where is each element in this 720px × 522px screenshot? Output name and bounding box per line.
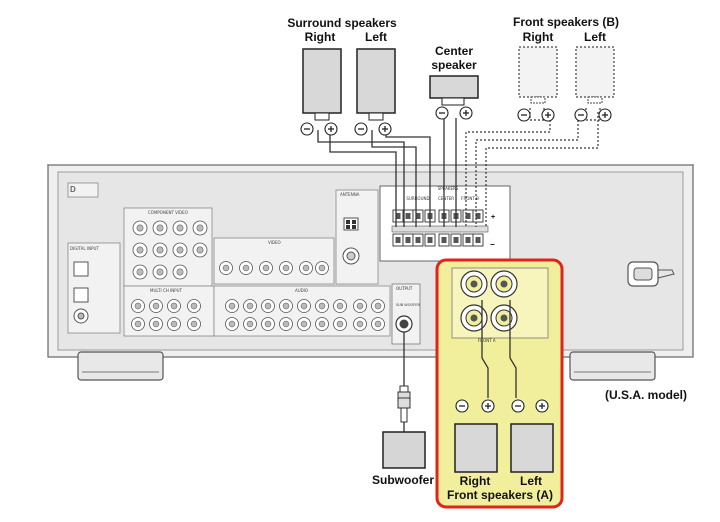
surround-speakers xyxy=(302,48,396,121)
front-a-right-label: Right xyxy=(459,474,491,488)
front-a-title: Front speakers (A) xyxy=(446,488,554,502)
subwoofer-box xyxy=(382,431,426,469)
terminal-minus: − xyxy=(490,240,495,249)
center-speaker-label-line1: Center xyxy=(434,44,473,58)
surround-left-label: Left xyxy=(365,30,387,44)
front-a-terminal-label: FRONT A xyxy=(478,338,496,343)
svg-text:D: D xyxy=(70,185,76,194)
front-b-speakers xyxy=(518,46,615,104)
audio-label: AUDIO xyxy=(295,288,308,293)
sub-woofer-label: SUB WOOFER xyxy=(396,303,420,307)
subwoofer-label: Subwoofer xyxy=(372,473,434,487)
speakers-label: SPEAKERS xyxy=(438,186,459,191)
video-label: VIDEO xyxy=(268,240,281,245)
front-a-speakers xyxy=(454,423,554,473)
subwoofer-cable xyxy=(397,385,411,432)
power-cord-socket xyxy=(627,261,675,287)
speaker-wires xyxy=(317,118,517,398)
digital-input-panel: DIGITAL INPUT D xyxy=(67,182,121,334)
audio-panel: MULTI CH INPUT AUDIO xyxy=(123,285,391,337)
antenna-label: ANTENNA xyxy=(340,192,360,197)
component-video-label: COMPONENT VIDEO xyxy=(148,210,188,215)
front-b-title: Front speakers (B) xyxy=(512,15,620,29)
output-label: OUTPUT xyxy=(396,286,413,291)
surround-terminal-label: SURROUND xyxy=(406,196,429,201)
component-video-panel: COMPONENT VIDEO xyxy=(123,207,213,287)
polarity-markers xyxy=(300,106,612,413)
center-speaker-label-line2: speaker xyxy=(431,58,477,72)
center-speaker xyxy=(429,75,479,106)
model-label: (U.S.A. model) xyxy=(605,388,688,402)
surround-speakers-title: Surround speakers xyxy=(287,16,397,30)
front-a-left-label: Left xyxy=(520,474,542,488)
surround-right-label: Right xyxy=(304,30,336,44)
subwoofer-output: OUTPUT SUB WOOFER xyxy=(391,283,420,345)
antenna-panel: ANTENNA xyxy=(335,189,379,285)
center-terminal-label: CENTER xyxy=(438,196,454,201)
front-b-right-label: Right xyxy=(522,30,554,44)
multi-ch-input-label: MULTI CH INPUT xyxy=(150,288,183,293)
video-panel: VIDEO xyxy=(213,237,335,285)
terminal-plus: + xyxy=(491,214,495,221)
front-b-left-label: Left xyxy=(584,30,606,44)
speaker-terminals: SPEAKERS SURROUND CENTER FRONT B + − xyxy=(379,185,511,262)
digital-input-label: DIGITAL INPUT xyxy=(70,246,99,251)
front-b-terminal-label: FRONT B xyxy=(461,196,479,201)
